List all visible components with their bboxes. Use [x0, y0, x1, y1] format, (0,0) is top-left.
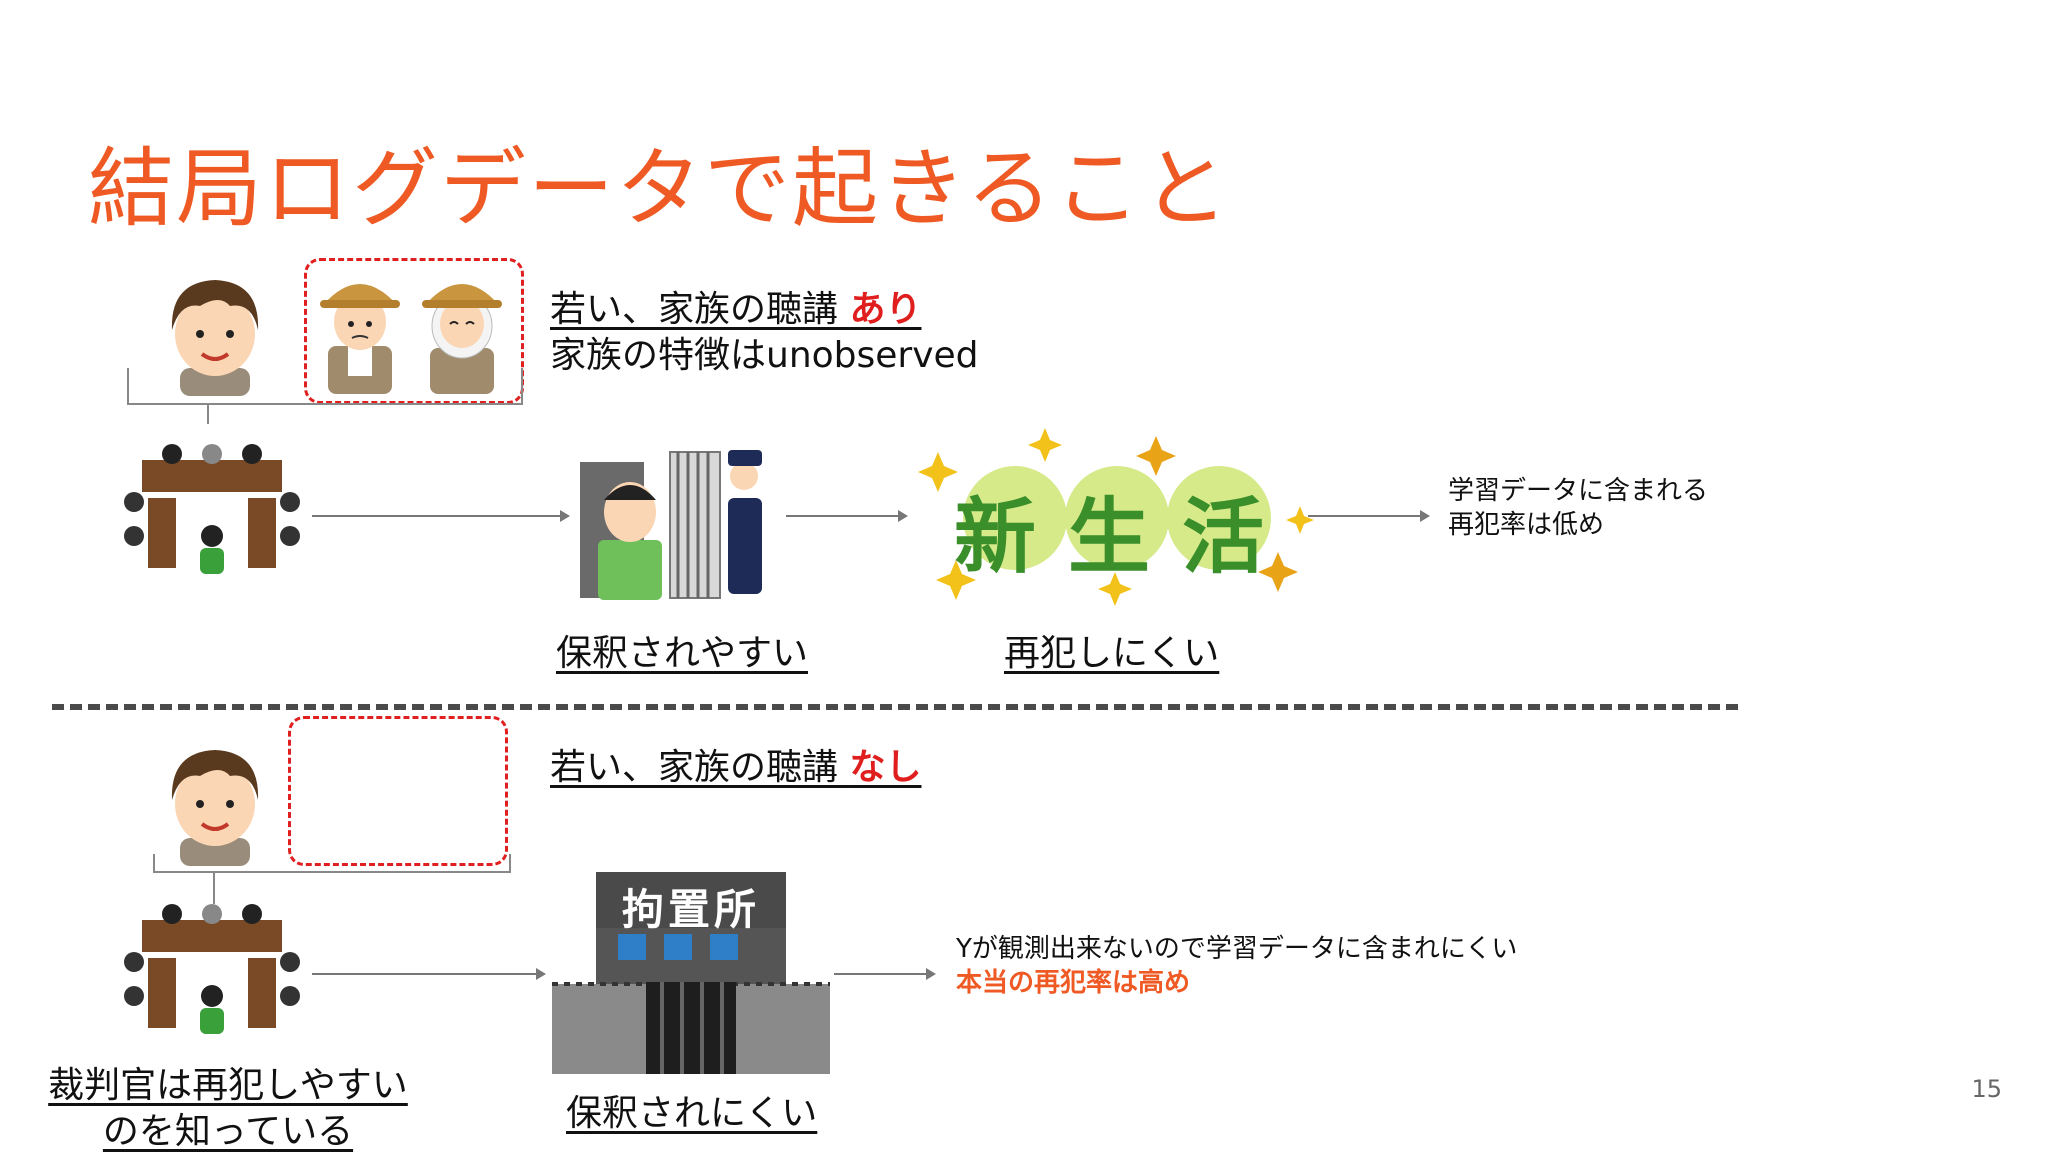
group-bracket-bottom — [153, 854, 511, 904]
defendant-young-man-icon-bottom — [171, 750, 259, 866]
top-family-attending-line: 若い、家族の聴講 あり — [550, 289, 921, 330]
release-from-jail-icon — [580, 450, 762, 600]
family-dashed-box — [304, 258, 524, 404]
courtroom-icon-bottom — [124, 904, 300, 1034]
new-life-sparkle-icon — [918, 428, 1314, 606]
slide-title: 結局ログデータで起きること — [88, 139, 1231, 239]
arrow-court-to-bail — [312, 510, 570, 522]
detention-house-icon — [552, 872, 830, 1074]
new-life-char-2: 生 — [1067, 490, 1150, 585]
bottom-desc-highlight: なし — [849, 747, 922, 788]
bottom-desc-prefix: 若い、家族の聴講 — [550, 747, 839, 788]
detention-sign: 拘置所 — [621, 885, 760, 934]
top-note-line1: 学習データに含まれる — [1448, 476, 1709, 506]
top-family-desc: 若い、家族の聴講 あり — [550, 280, 921, 332]
bottom-note: Yが観測出来ないので学習データに含まれにくい 本当の再犯率は高め — [956, 932, 1517, 1000]
new-life-char-1: 新 — [954, 490, 1037, 585]
new-life-text: 新 生 活 — [954, 470, 1264, 589]
group-bracket — [127, 368, 523, 424]
bottom-family-absent-line: 若い、家族の聴講 なし — [550, 747, 921, 788]
empty-family-dashed-box — [288, 716, 508, 866]
caption-hard-bail: 保釈されにくい — [566, 1093, 818, 1134]
new-life-char-3: 活 — [1181, 490, 1264, 585]
arrow-bail-to-newlife — [786, 510, 908, 522]
judge-caption-line2: のを知っている — [102, 1111, 354, 1152]
arrow-court-to-detention — [312, 968, 546, 980]
mother-icon — [422, 284, 502, 394]
top-desc-prefix: 若い、家族の聴講 — [550, 289, 839, 330]
section-divider — [52, 704, 1738, 710]
top-note-line2: 再犯率は低め — [1448, 510, 1605, 540]
caption-less-reoffend: 再犯しにくい — [1004, 633, 1220, 674]
arrow-newlife-to-note — [1308, 510, 1430, 522]
courtroom-icon — [124, 444, 300, 574]
top-desc-highlight: あり — [849, 289, 922, 330]
father-icon — [320, 284, 400, 394]
judge-caption-line1: 裁判官は再犯しやすい — [48, 1065, 408, 1106]
defendant-young-man-icon — [171, 280, 259, 396]
caption-easy-bail: 保釈されやすい — [556, 633, 809, 674]
bottom-family-desc: 若い、家族の聴講 なし — [550, 738, 921, 790]
bottom-note-line1: Yが観測出来ないので学習データに含まれにくい — [956, 934, 1518, 964]
top-unobserved-desc: 家族の特徴はunobserved — [550, 335, 979, 376]
arrow-detention-to-note — [834, 968, 936, 980]
page-number: 15 — [1971, 1075, 2002, 1103]
top-note: 学習データに含まれる 再犯率は低め — [1448, 474, 1708, 542]
bottom-note-line2: 本当の再犯率は高め — [956, 968, 1191, 998]
